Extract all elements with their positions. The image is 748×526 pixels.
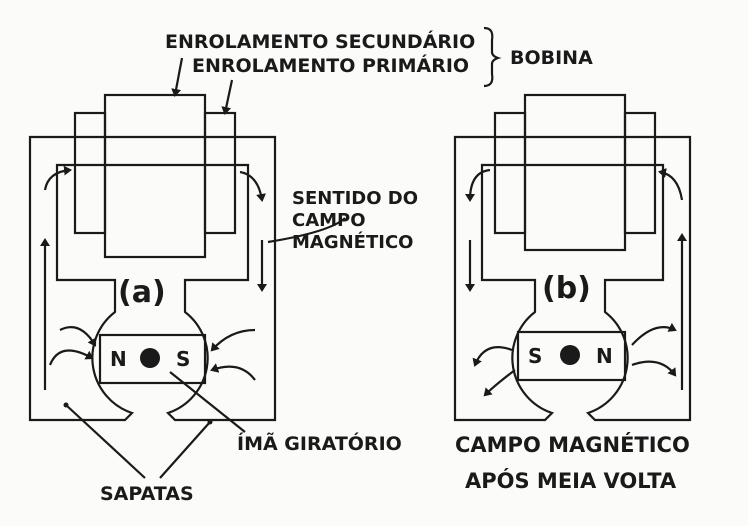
secondary-leader	[171, 57, 184, 97]
field-arrows	[465, 168, 687, 397]
iron-core-frame	[453, 135, 692, 422]
shoes-label: SAPATAS	[100, 483, 194, 505]
magnet-leader	[169, 371, 246, 433]
coil-brace	[483, 26, 502, 88]
panel-b: S N (b)	[453, 93, 692, 422]
rotating-magnet	[98, 333, 207, 385]
secondary-winding-label: ENROLAMENTO SECUNDÁRIO	[165, 30, 475, 53]
primary-winding-left	[73, 111, 107, 235]
primary-winding-right	[623, 111, 657, 235]
rotating-magnet	[516, 330, 627, 382]
secondary-winding	[103, 93, 207, 259]
primary-winding-label: ENROLAMENTO PRIMÁRIO	[192, 54, 469, 77]
primary-winding-left	[493, 111, 527, 235]
shoes-leader-right	[159, 421, 211, 479]
iron-core-frame	[28, 135, 277, 422]
secondary-winding	[523, 93, 627, 252]
magnet-axis	[560, 345, 580, 365]
coil-label: BOBINA	[510, 47, 593, 69]
after-half-turn-label-2: APÓS MEIA VOLTA	[465, 468, 677, 493]
pole-n: N	[110, 347, 127, 371]
pole-s: S	[176, 347, 190, 371]
field-direction-label-1: SENTIDO DO	[292, 188, 418, 209]
primary-winding-right	[203, 111, 237, 235]
field-direction-label-3: MAGNÉTICO	[292, 231, 413, 253]
after-half-turn-label-1: CAMPO MAGNÉTICO	[455, 432, 690, 457]
rotating-magnet-label: ÍMÃ GIRATÓRIO	[237, 431, 402, 455]
panel-a-label: (a)	[118, 275, 166, 310]
field-arrows	[40, 165, 267, 390]
pole-n: N	[596, 344, 613, 368]
shoes-leader-left	[65, 404, 146, 479]
panel-a: N S (a)	[28, 93, 277, 422]
panel-b-label: (b)	[542, 271, 591, 306]
field-direction-label-2: CAMPO	[292, 210, 366, 231]
field-direction-leader	[267, 217, 346, 244]
primary-leader	[221, 79, 234, 115]
pole-s: S	[528, 344, 542, 368]
magnet-axis	[140, 348, 160, 368]
